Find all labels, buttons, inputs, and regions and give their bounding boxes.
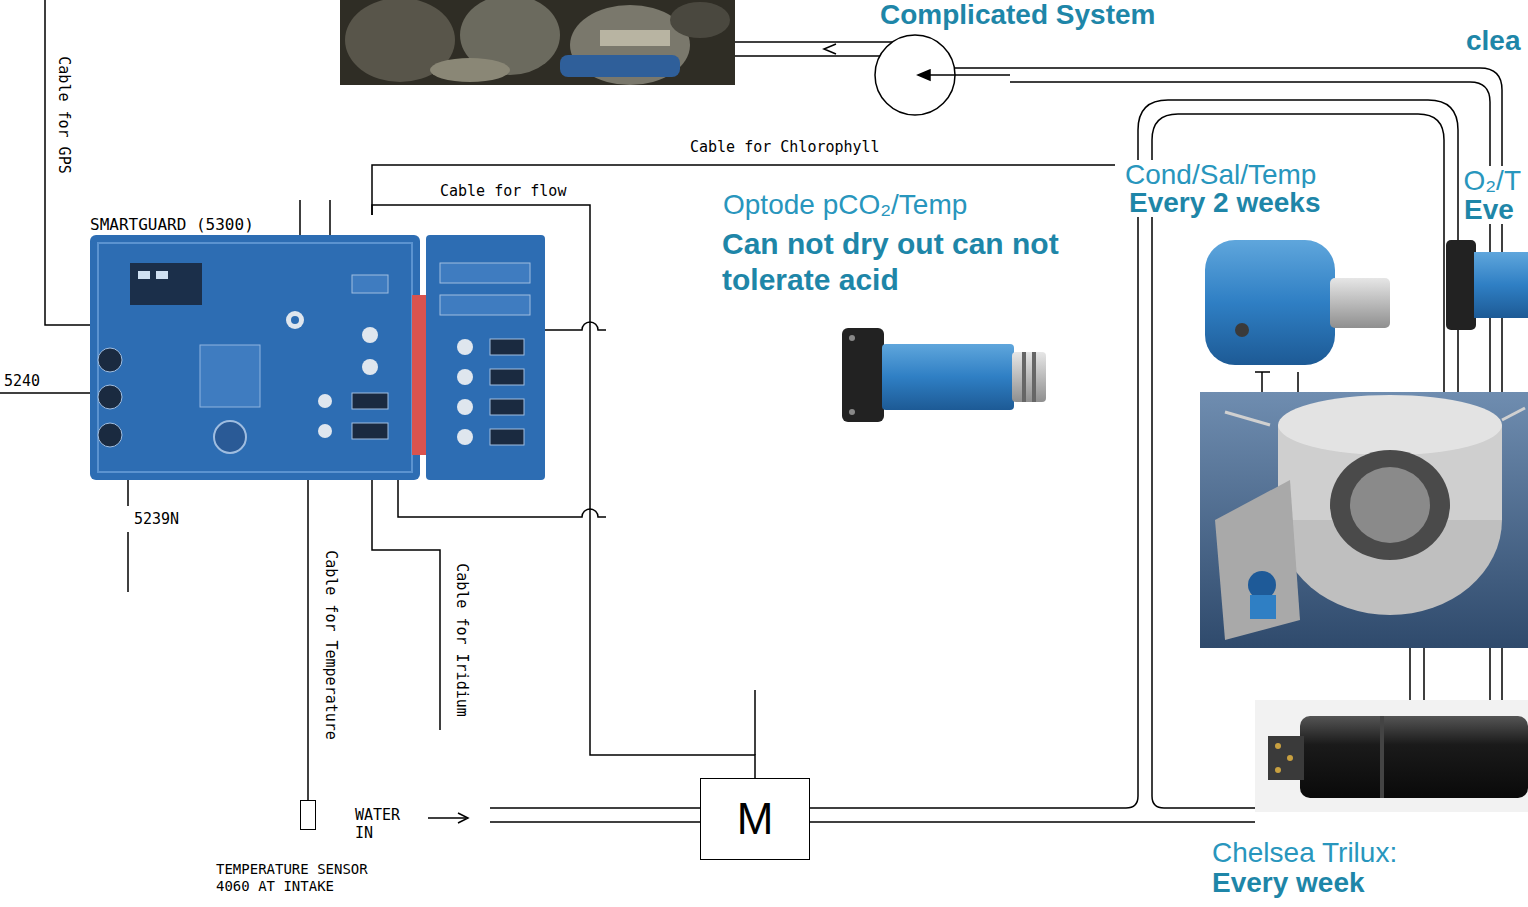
cut-note: clea	[1466, 26, 1521, 55]
cables	[0, 0, 1115, 823]
maintenance-interval: Every 2 weeks	[1127, 188, 1323, 217]
cable-label: Cable for Iridium	[453, 563, 471, 717]
temperature-sensor: TEMPERATURE SENSOR 4060 AT INTAKE	[300, 800, 316, 830]
fouled-sensor-photo	[340, 0, 735, 85]
trilux-sensor-photo	[1255, 700, 1528, 812]
sensor-name: Cond/Sal/Temp	[1123, 160, 1318, 189]
port-number: 5240	[4, 372, 40, 390]
port-number: 5239N	[134, 510, 179, 528]
node-heading: TEMPERATURE SENSOR 4060 AT INTAKE	[216, 861, 381, 895]
controller-illustration	[90, 235, 545, 484]
node-heading: SMARTGUARD (5300)	[90, 215, 545, 235]
flow-cell-render	[1200, 392, 1528, 648]
maintenance-interval: Eve	[1462, 195, 1516, 224]
conductivity-sensor-photo	[1205, 240, 1390, 365]
cable-connector	[372, 205, 755, 778]
sensor-name: Chelsea Trilux:	[1212, 838, 1397, 867]
optode-sensor-photo	[842, 328, 1046, 422]
oxygen-sensor-photo	[1446, 240, 1528, 330]
cable-label: Cable for Temperature	[322, 550, 340, 740]
cable-label: Cable for flow	[440, 182, 566, 200]
maintenance-interval: Every week	[1212, 868, 1365, 897]
cable-connector	[307, 480, 309, 800]
sensor-name: O₂/T	[1461, 166, 1523, 195]
sensor-name: Optode pCO₂/Temp	[723, 190, 967, 219]
cable-label: Cable for Chlorophyll	[690, 138, 880, 156]
cable-label: Cable for GPS	[55, 56, 73, 173]
controller-drawing	[90, 235, 545, 480]
maintenance-note: Can not dry out can not tolerate acid	[722, 226, 1132, 298]
flow-meter-box: M	[700, 778, 810, 860]
flow-label: WATER IN	[355, 806, 423, 842]
diagram-title: Complicated System	[880, 0, 1155, 30]
node-heading: M	[737, 795, 774, 843]
controller-panel: SMARTGUARD (5300)	[90, 215, 545, 480]
